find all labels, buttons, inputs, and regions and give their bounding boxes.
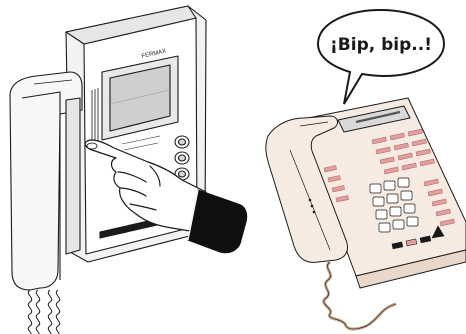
speech-bubble-text: ¡Bip, bip..! [330, 35, 432, 55]
black-sleeve [187, 189, 248, 254]
monitor-brand-mark: FERMAX [141, 48, 167, 59]
monitor-buttons [174, 135, 190, 181]
phone-function-keys [371, 128, 455, 227]
phone-keypad [369, 177, 419, 233]
phone-bottom-keys [391, 225, 445, 250]
phone-side-keys [323, 165, 349, 203]
phone-cord-outline [323, 261, 397, 330]
intercom-handset [9, 71, 83, 291]
monitor-screen [109, 64, 171, 132]
desk-telephone [265, 97, 466, 289]
sleeve-cuff-line [187, 189, 199, 241]
speech-bubble: ¡Bip, bip..! [316, 8, 446, 105]
pointing-hand [84, 139, 207, 233]
handset-coiled-cord [27, 289, 61, 334]
phone-handset [265, 115, 349, 263]
